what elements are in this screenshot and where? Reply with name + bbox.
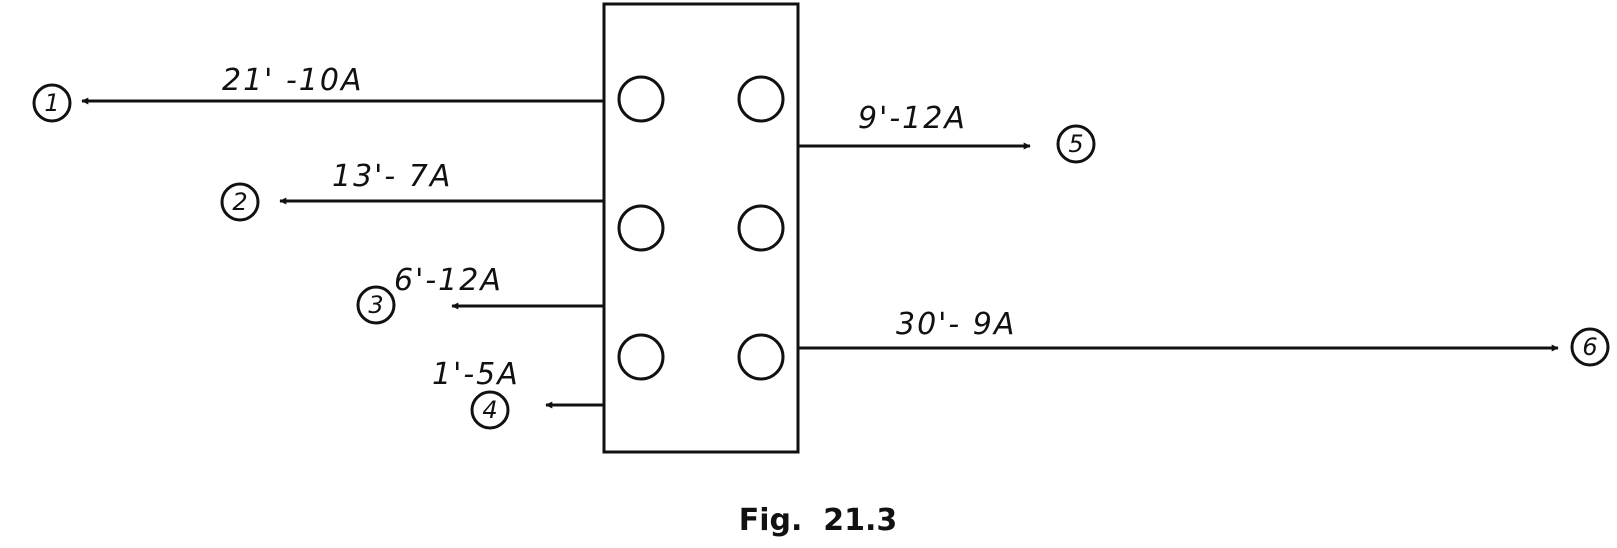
node-marker <box>32 83 72 123</box>
circuit-label: 1'-5A <box>432 357 520 392</box>
circuit-label: 6'-12A <box>394 263 503 298</box>
breaker-circle <box>617 75 665 123</box>
circuit-1: 1 21' -10A <box>32 63 604 123</box>
figure-caption: Fig. 21.3 <box>739 503 898 538</box>
node-label: 4 <box>482 396 497 424</box>
node-marker <box>1570 327 1610 367</box>
breaker-circle <box>737 75 785 123</box>
circuit-6: 6 30'- 9A <box>798 307 1610 367</box>
circuit-label: 30'- 9A <box>896 307 1016 342</box>
node-label: 2 <box>232 188 247 216</box>
node-marker <box>470 390 510 430</box>
node-label: 3 <box>368 291 383 319</box>
breaker-circle <box>617 333 665 381</box>
circuit-5: 5 9'-12A <box>798 101 1096 164</box>
circuit-label: 13'- 7A <box>332 159 452 194</box>
node-label: 5 <box>1068 130 1083 158</box>
node-label: 6 <box>1582 333 1597 361</box>
circuit-label: 21' -10A <box>222 63 363 98</box>
breaker-circle <box>737 333 785 381</box>
node-marker <box>1056 124 1096 164</box>
panel-box <box>602 2 800 454</box>
breaker-circle <box>737 204 785 252</box>
breaker-grid <box>617 75 785 381</box>
circuit-label: 9'-12A <box>858 101 967 136</box>
node-label: 1 <box>44 89 59 117</box>
node-marker <box>220 182 260 222</box>
circuit-2: 2 13'- 7A <box>220 159 604 222</box>
circuit-4: 4 1'-5A <box>432 357 604 430</box>
circuit-3: 3 6'-12A <box>356 263 604 325</box>
breaker-circle <box>617 204 665 252</box>
node-marker <box>356 285 396 325</box>
